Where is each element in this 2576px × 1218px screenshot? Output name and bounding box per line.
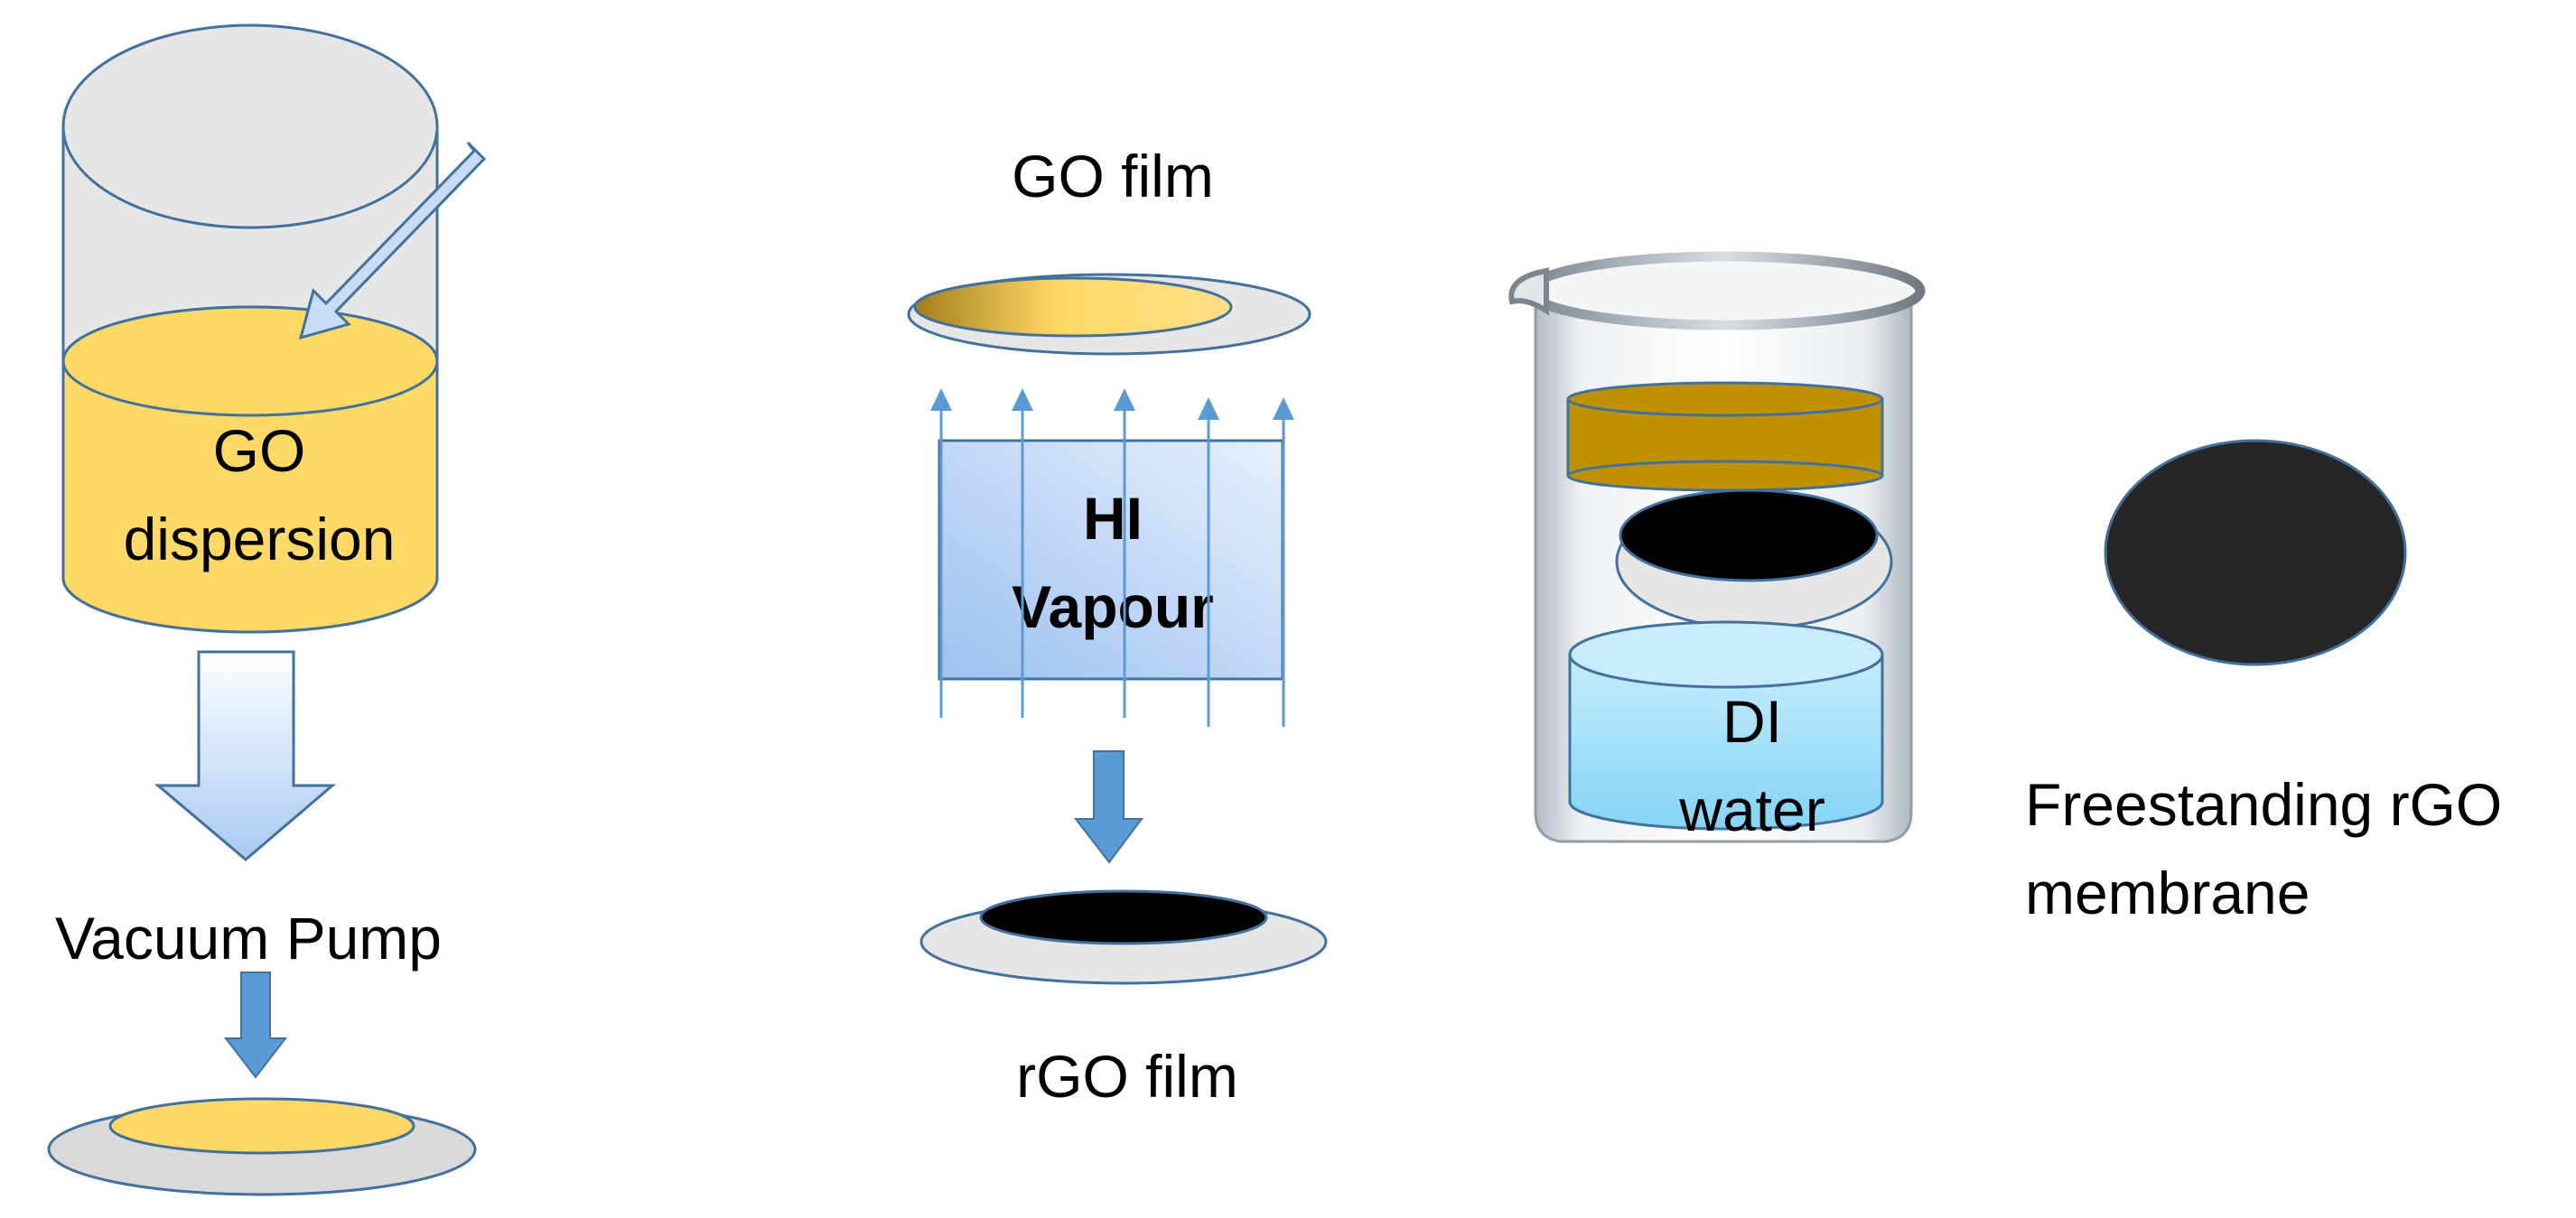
rgo-film-disc <box>919 889 1328 985</box>
hi-vapour-label-2: Vapour <box>1012 573 1214 640</box>
go-dispersion-label-1: GO <box>213 417 306 484</box>
di-water-layer <box>1568 620 1884 831</box>
hi-vapour-label-1: HI <box>1083 485 1143 552</box>
vapour-arrowhead-2 <box>1012 388 1033 411</box>
amber-layer-top <box>1566 381 1884 417</box>
vapour-arrowhead-4 <box>1198 397 1219 420</box>
pour-arrow <box>298 141 487 340</box>
go-dispersion-label-2: dispersion <box>124 506 396 572</box>
freestanding-membrane <box>2104 439 2407 666</box>
vapour-arrows <box>930 388 1294 727</box>
go-film-on-filter <box>47 1097 477 1196</box>
go-liquid-surface <box>61 305 439 417</box>
di-water-body <box>1568 653 1884 831</box>
amber-film-layer <box>1566 381 1884 492</box>
small-down-arrow-1 <box>223 972 288 1079</box>
vapour-arrowhead-5 <box>1273 397 1294 420</box>
floating-rgo-disc <box>1615 488 1893 630</box>
go-film-disc <box>907 273 1311 356</box>
go-film-label: GO film <box>1012 143 1214 209</box>
di-water-surface <box>1568 620 1884 689</box>
cylinder-top <box>61 23 439 229</box>
hi-vapour-box <box>938 439 1284 681</box>
vacuum-pump-label: Vacuum Pump <box>55 905 442 972</box>
filtration-down-arrow <box>154 650 337 861</box>
vapour-arrowhead-1 <box>930 388 952 411</box>
go-film-deposit <box>108 1097 415 1155</box>
freestanding-label-2: membrane <box>2025 860 2310 926</box>
beaker-spout <box>1508 267 1549 316</box>
rgo-film-surface <box>979 889 1268 945</box>
go-film-surface <box>913 276 1233 338</box>
di-water-label-1: DI <box>1722 688 1782 755</box>
freestanding-label-1: Freestanding rGO <box>2025 771 2502 838</box>
amber-layer-bottom <box>1566 460 1884 492</box>
filtration-cylinder <box>61 23 487 634</box>
vapour-arrowhead-3 <box>1114 388 1135 411</box>
small-down-arrow-2 <box>1073 750 1143 864</box>
rgo-film-label: rGO film <box>1016 1043 1238 1110</box>
floating-disc-film <box>1619 488 1879 582</box>
beaker-rim <box>1525 251 1926 330</box>
di-water-label-2: water <box>1678 776 1825 843</box>
